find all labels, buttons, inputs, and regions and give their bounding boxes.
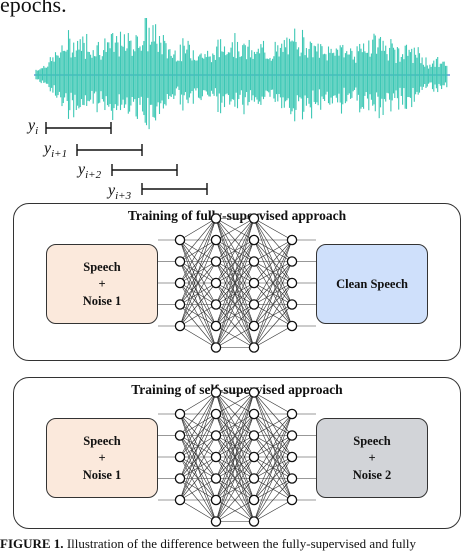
box-line: Noise 1 — [82, 293, 122, 308]
network-node — [174, 234, 186, 246]
network-node — [210, 213, 222, 224]
network-node — [286, 494, 298, 506]
network-node — [248, 277, 260, 289]
network-connections — [158, 392, 316, 522]
box-line: Speech — [353, 433, 391, 448]
network-node — [174, 473, 186, 484]
fully-supervised-panel: Training of fully-supervised approach Sp… — [13, 203, 461, 361]
network-node — [286, 256, 298, 267]
network-node — [210, 473, 222, 484]
network-node — [248, 342, 260, 353]
network-node — [286, 234, 298, 246]
network-node — [248, 213, 260, 224]
network-node — [174, 277, 186, 289]
neural-network — [158, 213, 316, 353]
network-node — [174, 451, 186, 463]
figure-caption: FIGURE 1. Illustration of the difference… — [0, 536, 416, 552]
self-supervised-panel: Training of self-supervised approach Spe… — [13, 377, 461, 529]
network-node — [210, 430, 222, 441]
segment-label-3: yi+3 — [108, 182, 132, 203]
segment-bar-2 — [111, 164, 178, 176]
network-node — [210, 299, 222, 310]
box-line: Noise 2 — [352, 467, 392, 482]
box-line: + — [368, 450, 376, 465]
network-node — [248, 516, 260, 527]
network-node — [248, 256, 260, 267]
network-node — [286, 299, 298, 310]
segment-bars — [45, 122, 208, 195]
segment-bar-0 — [45, 122, 112, 134]
network-node — [174, 320, 186, 332]
network-node — [248, 299, 260, 310]
network-node — [210, 277, 222, 289]
network-node — [286, 473, 298, 484]
network-node — [210, 494, 222, 506]
segment-bar-3 — [141, 183, 208, 195]
box-line: Noise 1 — [82, 467, 122, 482]
network-node — [210, 320, 222, 332]
network-node — [174, 430, 186, 441]
network-node — [174, 408, 186, 420]
network-node — [286, 277, 298, 289]
network-node — [286, 430, 298, 441]
waveform-bars — [35, 18, 448, 130]
audio-waveform — [34, 18, 450, 130]
input-box: Speech + Noise 1 — [46, 244, 158, 324]
network-node — [174, 299, 186, 310]
network-node — [248, 387, 260, 398]
target-box: Speech + Noise 2 — [316, 418, 428, 498]
segment-label-2: yi+2 — [78, 161, 102, 182]
network-node — [174, 494, 186, 506]
box-line: + — [98, 276, 106, 291]
network-node — [210, 516, 222, 527]
network-node — [248, 234, 260, 246]
network-node — [210, 387, 222, 398]
network-node — [286, 320, 298, 332]
network-node — [248, 451, 260, 463]
network-node — [210, 256, 222, 267]
network-node — [248, 408, 260, 420]
panel-title: Training of self-supervised approach — [131, 382, 343, 397]
caption-text: Illustration of the difference between t… — [63, 536, 417, 551]
top-text: epochs. — [0, 0, 67, 17]
network-node — [248, 320, 260, 332]
box-line: Clean Speech — [336, 276, 408, 291]
segment-label-0: yi — [28, 117, 39, 138]
box-line: + — [98, 450, 106, 465]
network-node — [286, 408, 298, 420]
box-line: Speech — [83, 433, 121, 448]
network-node — [248, 473, 260, 484]
network-node — [210, 408, 222, 420]
segment-label-1: yi+1 — [44, 140, 68, 161]
network-node — [210, 342, 222, 353]
neural-network — [158, 387, 316, 527]
network-node — [210, 234, 222, 246]
network-node — [210, 451, 222, 463]
panel-title: Training of fully-supervised approach — [127, 208, 347, 223]
input-box: Speech + Noise 1 — [46, 418, 158, 498]
caption-label: FIGURE 1. — [0, 536, 64, 551]
network-node — [286, 451, 298, 463]
network-node — [174, 256, 186, 267]
box-line: Speech — [83, 259, 121, 274]
network-node — [248, 430, 260, 441]
segment-bar-1 — [76, 144, 143, 156]
network-node — [248, 494, 260, 506]
target-box: Clean Speech — [316, 244, 428, 324]
network-connections — [158, 218, 316, 348]
